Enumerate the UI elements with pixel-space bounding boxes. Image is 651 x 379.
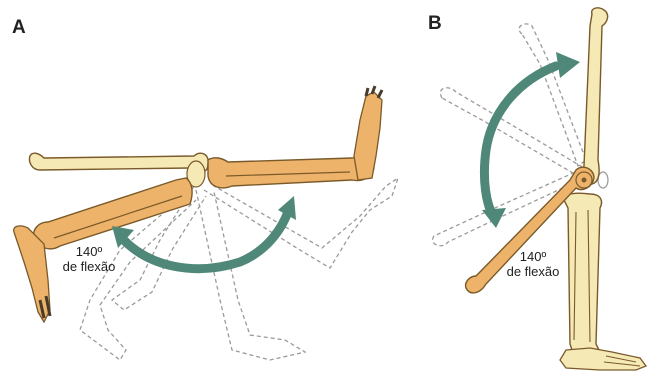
angle-caption-a: de flexão — [52, 259, 126, 274]
angle-label-b: 140º de flexão — [496, 249, 570, 279]
foot-extended-a — [354, 92, 382, 180]
angle-value-b: 140º — [496, 249, 570, 264]
panel-label-a: A — [12, 18, 26, 37]
angle-label-a: 140º de flexão — [52, 244, 126, 274]
arrowhead-bottom-b — [482, 208, 506, 228]
angle-value-a: 140º — [52, 244, 126, 259]
tibia-flexed-a — [34, 178, 192, 249]
foot-standing-b — [560, 348, 646, 370]
tibia-extended-a — [208, 157, 374, 187]
femur-a — [29, 153, 208, 171]
panel-label-b: B — [428, 14, 442, 33]
angle-caption-b: de flexão — [496, 264, 570, 279]
hip-joint-center-b — [582, 178, 587, 183]
femur-vertical-b — [582, 8, 607, 184]
panel-a-diagram — [14, 86, 398, 360]
panel-b-diagram — [433, 8, 646, 370]
rotation-arrow-b — [484, 66, 556, 218]
arrowhead-top-b — [556, 52, 580, 78]
